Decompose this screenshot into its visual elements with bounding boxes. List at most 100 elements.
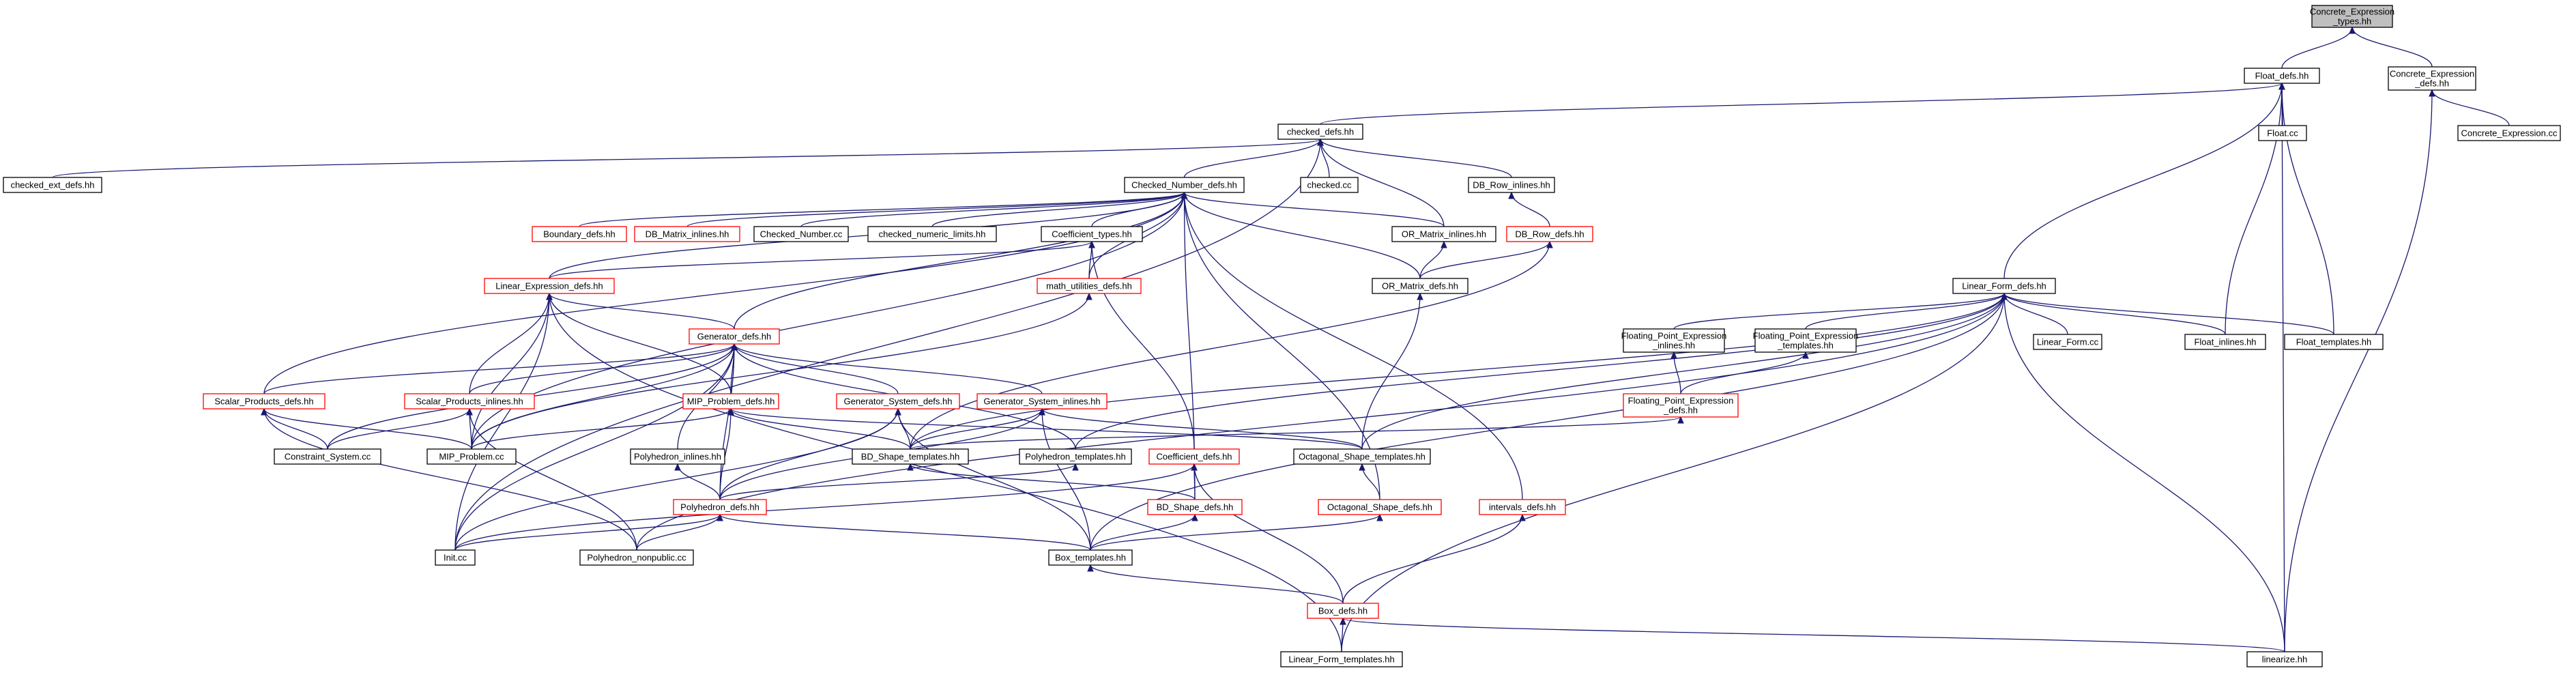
file-node-box[interactable] <box>484 278 615 294</box>
file-node-box[interactable] <box>2311 5 2393 28</box>
file-node-box[interactable] <box>1037 278 1142 294</box>
file-node[interactable]: Floating_Point_Expression_templates.hh <box>1753 328 1859 353</box>
file-node-box[interactable] <box>426 448 517 465</box>
file-node-box[interactable] <box>1623 393 1739 418</box>
file-node-box[interactable] <box>2388 66 2476 91</box>
file-node-box[interactable] <box>1307 603 1379 619</box>
file-node-box[interactable] <box>2244 68 2320 84</box>
file-node[interactable]: OR_Matrix_defs.hh <box>1372 278 1468 294</box>
file-node-box[interactable] <box>1277 124 1363 140</box>
file-node[interactable]: DB_Row_inlines.hh <box>1468 177 1555 193</box>
file-node-box[interactable] <box>2284 334 2384 350</box>
file-node[interactable]: checked_numeric_limits.hh <box>867 226 997 242</box>
file-node[interactable]: Scalar_Products_inlines.hh <box>404 393 535 409</box>
file-node-box[interactable] <box>673 499 767 515</box>
file-node-box[interactable] <box>1372 278 1468 294</box>
file-node-box[interactable] <box>3 177 102 193</box>
file-node-box[interactable] <box>1623 328 1725 353</box>
file-node-box[interactable] <box>1147 499 1243 515</box>
file-node[interactable]: Linear_Expression_defs.hh <box>484 278 615 294</box>
file-node[interactable]: Octagonal_Shape_defs.hh <box>1318 499 1442 515</box>
file-node-box[interactable] <box>532 226 627 242</box>
file-node[interactable]: Polyhedron_inlines.hh <box>630 448 725 465</box>
file-node[interactable]: Linear_Form_defs.hh <box>1952 278 2056 294</box>
file-node[interactable]: Checked_Number.cc <box>753 226 849 242</box>
file-node-box[interactable] <box>2184 334 2266 350</box>
file-node-box[interactable] <box>1041 226 1143 242</box>
file-node[interactable]: DB_Row_defs.hh <box>1506 226 1593 242</box>
file-node[interactable]: Coefficient_types.hh <box>1041 226 1143 242</box>
file-node-box[interactable] <box>435 549 476 566</box>
file-node[interactable]: Coefficient_defs.hh <box>1148 448 1240 465</box>
file-node[interactable]: Float_inlines.hh <box>2184 334 2266 350</box>
file-node-box[interactable] <box>203 393 325 409</box>
file-node-box[interactable] <box>630 448 725 465</box>
file-node-box[interactable] <box>976 393 1108 409</box>
file-node-box[interactable] <box>1391 226 1496 242</box>
file-node[interactable]: Octagonal_Shape_templates.hh <box>1293 448 1431 465</box>
file-node[interactable]: MIP_Problem.cc <box>426 448 517 465</box>
file-node-box[interactable] <box>1468 177 1555 193</box>
file-node[interactable]: Box_defs.hh <box>1307 603 1379 619</box>
file-node[interactable]: Float_templates.hh <box>2284 334 2384 350</box>
file-node-box[interactable] <box>836 393 960 409</box>
file-node[interactable]: checked_ext_defs.hh <box>3 177 102 193</box>
file-node[interactable]: BD_Shape_defs.hh <box>1147 499 1243 515</box>
file-node[interactable]: Generator_System_inlines.hh <box>976 393 1108 409</box>
file-node-box[interactable] <box>1124 177 1245 193</box>
file-node-box[interactable] <box>1479 499 1566 515</box>
file-node-box[interactable] <box>2457 125 2561 141</box>
file-node-box[interactable] <box>1048 549 1133 566</box>
file-node[interactable]: DB_Matrix_inlines.hh <box>634 226 740 242</box>
file-node[interactable]: Generator_defs.hh <box>689 328 780 345</box>
file-node-box[interactable] <box>1148 448 1240 465</box>
file-node[interactable]: Boundary_defs.hh <box>532 226 627 242</box>
file-node-box[interactable] <box>1952 278 2056 294</box>
file-node-box[interactable] <box>579 549 694 566</box>
file-node[interactable]: intervals_defs.hh <box>1479 499 1566 515</box>
file-node[interactable]: Init.cc <box>435 549 476 566</box>
file-node[interactable]: MIP_Problem_defs.hh <box>682 393 779 409</box>
file-node[interactable]: Polyhedron_defs.hh <box>673 499 767 515</box>
file-node[interactable]: Checked_Number_defs.hh <box>1124 177 1245 193</box>
file-node[interactable]: Concrete_Expression.cc <box>2457 125 2561 141</box>
file-node-box[interactable] <box>1293 448 1431 465</box>
file-node[interactable]: math_utilities_defs.hh <box>1037 278 1142 294</box>
file-node-box[interactable] <box>2258 125 2307 141</box>
file-node-box[interactable] <box>1318 499 1442 515</box>
file-node[interactable]: Box_templates.hh <box>1048 549 1133 566</box>
file-node-box[interactable] <box>404 393 535 409</box>
file-node[interactable]: Floating_Point_Expression_defs.hh <box>1623 393 1739 418</box>
file-node-box[interactable] <box>634 226 740 242</box>
file-node[interactable]: BD_Shape_templates.hh <box>852 448 969 465</box>
file-node-box[interactable] <box>1280 651 1403 667</box>
file-node[interactable]: Concrete_Expression_defs.hh <box>2388 66 2476 91</box>
file-node-box[interactable] <box>689 328 780 345</box>
file-node-box[interactable] <box>274 448 381 465</box>
file-node[interactable]: Constraint_System.cc <box>274 448 381 465</box>
file-node-box[interactable] <box>682 393 779 409</box>
file-node-box[interactable] <box>753 226 849 242</box>
file-node-box[interactable] <box>2246 651 2323 667</box>
file-node[interactable]: Generator_System_defs.hh <box>836 393 960 409</box>
file-node[interactable]: Linear_Form.cc <box>2033 334 2102 350</box>
file-node[interactable]: Polyhedron_nonpublic.cc <box>579 549 694 566</box>
file-node[interactable]: Float.cc <box>2258 125 2307 141</box>
file-node[interactable]: Scalar_Products_defs.hh <box>203 393 325 409</box>
file-node-box[interactable] <box>852 448 969 465</box>
file-node-box[interactable] <box>1506 226 1593 242</box>
file-node[interactable]: Float_defs.hh <box>2244 68 2320 84</box>
file-node[interactable]: Concrete_Expression_types.hh <box>2310 5 2394 28</box>
file-node[interactable]: checked_defs.hh <box>1277 124 1363 140</box>
file-node[interactable]: Floating_Point_Expression_inlines.hh <box>1621 328 1727 353</box>
file-node-box[interactable] <box>867 226 997 242</box>
file-node-box[interactable] <box>1300 177 1359 193</box>
file-node-box[interactable] <box>2033 334 2102 350</box>
file-node-box[interactable] <box>1019 448 1132 465</box>
file-node[interactable]: checked.cc <box>1300 177 1359 193</box>
file-node[interactable]: Linear_Form_templates.hh <box>1280 651 1403 667</box>
file-node[interactable]: linearize.hh <box>2246 651 2323 667</box>
file-node[interactable]: Polyhedron_templates.hh <box>1019 448 1132 465</box>
file-node[interactable]: OR_Matrix_inlines.hh <box>1391 226 1496 242</box>
file-node-box[interactable] <box>1754 328 1857 353</box>
